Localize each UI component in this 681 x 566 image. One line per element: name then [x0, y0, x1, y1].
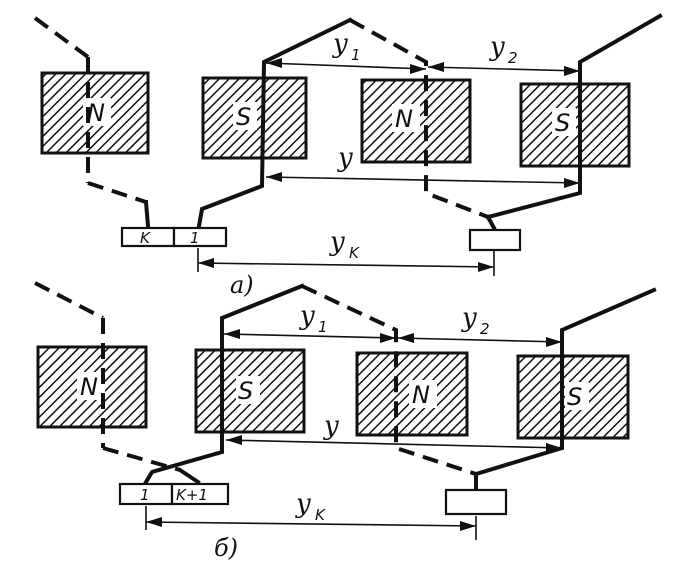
dim-label-b-y1: y — [299, 301, 315, 331]
dim-arrow — [410, 64, 426, 74]
segment-label-b-1: 1 — [140, 486, 150, 504]
coil-lead-b-k1 — [177, 467, 201, 485]
coil-side-b-left-bottom — [102, 446, 181, 472]
pole-label-bg — [236, 376, 260, 404]
coil-side-b-left-top — [34, 281, 104, 320]
coil-side-a-left-top — [33, 16, 90, 59]
dim-line-a-yk — [197, 262, 495, 268]
caption-b: б) — [214, 534, 238, 562]
commutator-segment-a-1 — [172, 226, 228, 248]
dim-line-b-y1 — [223, 333, 397, 339]
dim-sub-a-y2: 2 — [508, 49, 518, 67]
pole-label-a1: N — [87, 99, 105, 127]
pole-label-b1: N — [80, 373, 98, 401]
dim-arrow — [460, 521, 476, 531]
diagram-b: N S N S 1 K+1 y 1 y 2 — [34, 281, 657, 562]
pole-label-b4: S — [567, 383, 582, 411]
dim-line-b-y2 — [397, 337, 563, 343]
pole-label-a2: S — [236, 103, 251, 131]
dim-sub-b-y2: 2 — [480, 320, 490, 338]
dim-arrow — [226, 435, 242, 445]
coil-end-a — [485, 13, 663, 220]
coil-back-a — [349, 18, 489, 219]
pole-label-bg — [565, 382, 589, 410]
dim-label-b-y: y — [323, 411, 339, 441]
dim-arrow — [266, 172, 282, 182]
pole-label-b2: S — [238, 377, 253, 405]
dim-line-b-yk — [145, 521, 477, 527]
dim-label-b-y2: y — [461, 303, 477, 333]
dim-arrow — [380, 333, 396, 343]
pole-label-bg — [409, 380, 437, 408]
caption-a: a) — [230, 271, 254, 299]
dim-arrow — [398, 333, 414, 343]
dim-sub-b-yk: K — [315, 506, 326, 524]
dim-line-a-y1 — [265, 62, 427, 70]
coil-lead-a-end — [485, 214, 497, 231]
dim-line-b-y — [225, 439, 563, 449]
pole-label-bg — [392, 104, 420, 132]
segment-label-a-k: K — [140, 229, 151, 247]
dim-arrow — [546, 443, 562, 453]
dim-arrow — [478, 262, 494, 272]
dim-arrow — [198, 258, 214, 268]
diagram-a: N S N S K 1 y 1 y 2 — [33, 13, 663, 299]
dim-arrow — [266, 58, 282, 68]
pole-label-a4: S — [555, 109, 570, 137]
coil-lead-b-1 — [143, 283, 305, 485]
dim-arrow — [146, 517, 162, 527]
commutator-segment-b-k1 — [170, 482, 230, 506]
dim-arrow — [546, 337, 562, 347]
dim-label-b-yk: y — [295, 489, 311, 519]
coil-side-a-left-bottom — [87, 181, 147, 204]
pole-label-bg — [552, 108, 576, 136]
dim-sub-b-y1: 1 — [318, 318, 328, 336]
coil-end-b — [473, 287, 657, 477]
segment-label-a-1: 1 — [190, 229, 200, 247]
dim-label-a-y1: y — [332, 29, 348, 59]
coil-lead-a-1 — [196, 17, 353, 229]
dim-label-a-yk: y — [329, 227, 345, 257]
pole-label-bg — [77, 372, 105, 400]
pole-label-a3: N — [395, 105, 413, 133]
pole-label-b3: N — [412, 381, 430, 409]
dim-arrow — [564, 66, 580, 76]
segment-label-b-k1: K+1 — [176, 486, 208, 504]
coil-lead-a-k — [143, 199, 151, 229]
dim-sub-a-yk: K — [349, 244, 360, 262]
dim-label-a-y2: y — [489, 32, 505, 62]
dim-line-a-y2 — [427, 66, 581, 72]
coil-back-b — [301, 284, 477, 476]
dim-line-a-y — [265, 176, 581, 184]
dim-arrow — [224, 329, 240, 339]
dim-sub-a-y1: 1 — [351, 46, 361, 64]
pole-label-bg — [233, 102, 257, 130]
dim-arrow — [564, 178, 580, 188]
commutator-segment-a-end — [468, 228, 522, 252]
dim-label-a-y: y — [337, 143, 353, 173]
dim-arrow — [428, 62, 444, 72]
commutator-segment-b-end — [444, 488, 508, 516]
